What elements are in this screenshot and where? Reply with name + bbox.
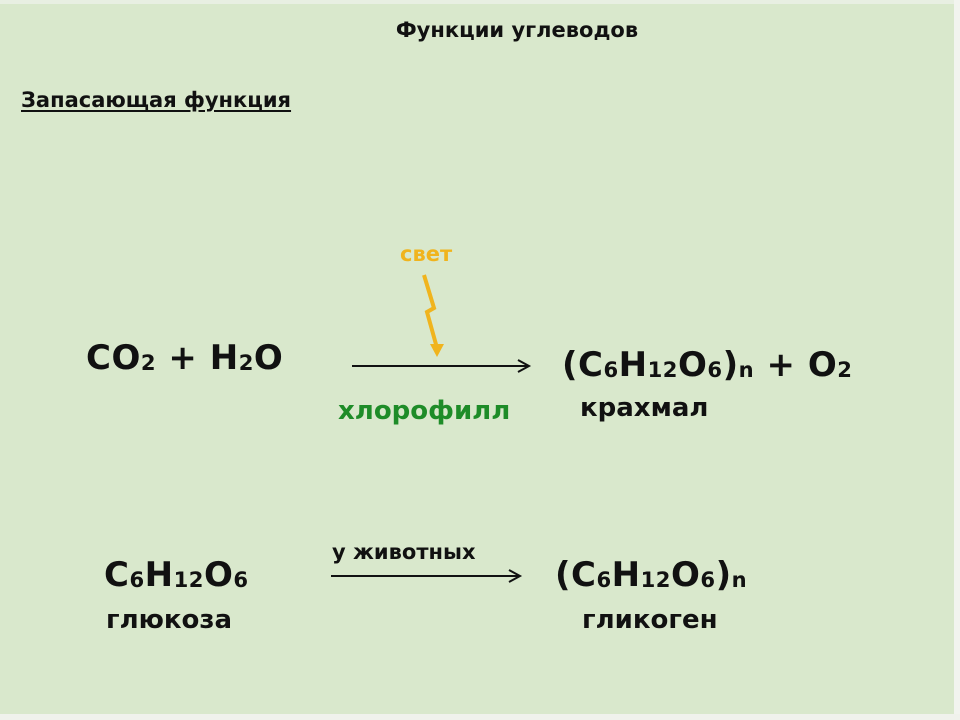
condition-in-animals: у животных xyxy=(332,540,476,564)
reactant-name-glucose: глюкоза xyxy=(106,605,233,635)
reactant-h2o: H2O xyxy=(209,338,284,378)
reaction2-reactant-glucose: C6H12O6 xyxy=(104,555,249,595)
light-label: свет xyxy=(400,242,453,266)
product-name-starch: крахмал xyxy=(580,393,709,423)
product-name-glycogen: гликоген xyxy=(582,605,718,635)
slide-title: Функции углеводов xyxy=(395,18,639,42)
catalyst-chlorophyll: хлорофилл xyxy=(338,396,511,426)
slide-right-border xyxy=(954,0,960,720)
reaction1-products: (C6H12O6)n + O2 xyxy=(562,345,852,385)
slide-bottom-border xyxy=(0,714,960,720)
product-o2: O2 xyxy=(807,345,853,385)
plus-sign: + xyxy=(168,338,198,378)
slide-top-border xyxy=(0,0,960,4)
product-starch-formula: (C6H12O6)n xyxy=(562,345,755,385)
reaction2-product-glycogen: (C6H12O6)n xyxy=(555,555,748,595)
reaction1-reactants: CO2 + H2O xyxy=(86,338,283,378)
plus-sign: + xyxy=(766,345,796,385)
section-heading: Запасающая функция xyxy=(21,88,292,112)
reactant-co2: CO2 xyxy=(86,338,157,378)
